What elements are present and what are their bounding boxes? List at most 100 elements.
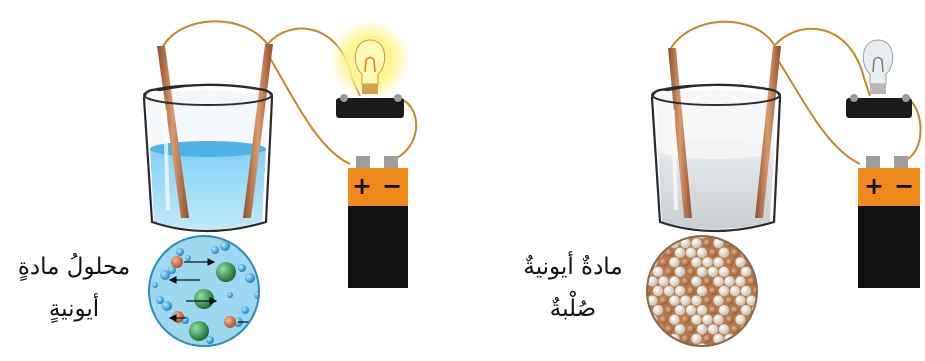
chloride-ion [741, 343, 751, 353]
right-battery-plus: + [864, 172, 884, 200]
left-battery-body [348, 206, 408, 288]
chloride-ion [719, 248, 729, 258]
sodium-ion [224, 316, 236, 328]
chloride-ion [768, 315, 778, 325]
chloride-ion [752, 248, 762, 258]
chloride-ion [680, 295, 690, 305]
left-wire-top [162, 21, 268, 48]
right-wire-to-bulb [775, 29, 870, 96]
chloride-ion [757, 334, 767, 344]
right-bulb-base [870, 84, 886, 94]
chloride-ion [669, 315, 679, 325]
chloride-ion [691, 257, 701, 267]
sodium-ion [770, 335, 778, 343]
chloride-ion [669, 257, 679, 267]
chloride-ion [664, 343, 674, 353]
chloride-ion [702, 257, 712, 267]
chloride-ion [763, 305, 773, 315]
chloride-ion [713, 315, 723, 325]
chloride-ion [658, 334, 668, 344]
chloride-ion [669, 276, 679, 286]
chloride-ion [697, 324, 707, 334]
left-apparatus: + − [144, 20, 416, 346]
chloride-ion [730, 286, 740, 296]
chloride-ion [675, 286, 685, 296]
chloride-ion [719, 305, 729, 315]
left-holder-screw-1 [340, 94, 348, 102]
chloride-ion [735, 276, 745, 286]
chloride-ion [735, 257, 745, 267]
chloride-ion [719, 343, 729, 353]
sodium-ion [682, 258, 690, 266]
chloride-ion [189, 321, 209, 341]
chloride-ion [741, 286, 751, 296]
chloride-ion [653, 343, 663, 353]
chloride-ion [653, 267, 663, 277]
sodium-ion [704, 335, 712, 343]
right-holder-screw-1 [850, 94, 858, 102]
sodium-ion [682, 316, 690, 324]
chloride-ion [741, 267, 751, 277]
sodium-ion [643, 344, 651, 352]
sodium-ion [709, 249, 717, 257]
chloride-ion [686, 248, 696, 258]
right-caption-line-1: مادةٌ أيونيةٌ [498, 246, 648, 288]
sodium-ion [172, 311, 184, 323]
sodium-ion [726, 316, 734, 324]
sodium-ion [770, 239, 778, 247]
left-bulb-base [362, 84, 378, 94]
chloride-ion [675, 228, 685, 238]
chloride-ion [757, 315, 767, 325]
sodium-ion [731, 268, 739, 276]
sodium-ion [709, 306, 717, 314]
chloride-ion [697, 267, 707, 277]
chloride-ion [719, 286, 729, 296]
chloride-ion [763, 343, 773, 353]
right-caption: مادةٌ أيونيةٌ صُلْبةٌ [498, 246, 648, 330]
right-battery-terminal-1 [866, 156, 880, 168]
chloride-ion [675, 305, 685, 315]
sodium-ion [643, 230, 651, 238]
chloride-ion [697, 248, 707, 258]
chloride-ion [216, 262, 236, 282]
chloride-ion [686, 305, 696, 315]
left-caption-line-2: أيونيةٍ [0, 288, 148, 330]
chloride-ion [713, 276, 723, 286]
chloride-ion [691, 276, 701, 286]
sodium-ion [748, 335, 756, 343]
sodium-ion [726, 297, 734, 305]
chloride-ion [631, 343, 641, 353]
chloride-ion [669, 295, 679, 305]
chloride-ion [730, 343, 740, 353]
right-wire-top [670, 22, 775, 50]
chloride-ion [763, 248, 773, 258]
right-caption-line-2: صُلْبةٌ [498, 288, 648, 330]
chloride-ion [719, 324, 729, 334]
chloride-ion [664, 228, 674, 238]
sodium-ion [709, 287, 717, 295]
chloride-ion [697, 305, 707, 315]
chloride-ion [735, 238, 745, 248]
chloride-ion [675, 248, 685, 258]
left-battery-terminal-1 [356, 156, 370, 168]
sodium-ion [660, 316, 668, 324]
chloride-ion [757, 295, 767, 305]
sodium-ion [638, 335, 646, 343]
chloride-ion [708, 267, 718, 277]
chloride-ion [697, 343, 707, 353]
right-bulb-glass [863, 40, 892, 84]
right-apparatus: + − [631, 22, 921, 354]
chloride-ion [631, 228, 641, 238]
chloride-ion [691, 334, 701, 344]
chloride-ion [647, 238, 657, 248]
chloride-ion [653, 228, 663, 238]
left-battery-plus: + [352, 172, 372, 200]
chloride-ion [757, 257, 767, 267]
sodium-ion [665, 268, 673, 276]
chloride-ion [691, 238, 701, 248]
sodium-ion [682, 277, 690, 285]
chloride-ion [735, 315, 745, 325]
chloride-ion [691, 295, 701, 305]
sodium-ion [660, 239, 668, 247]
chloride-ion [713, 257, 723, 267]
